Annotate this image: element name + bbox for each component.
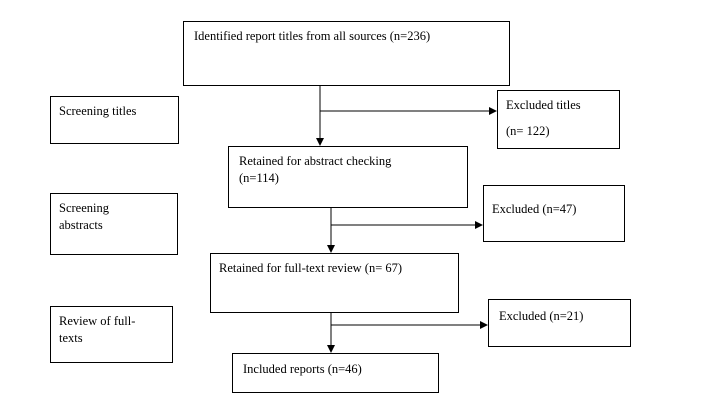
retained-abstract-box: Retained for abstract checking (n=114) bbox=[228, 146, 468, 208]
retained-fulltext-text: Retained for full-text review (n= 67) bbox=[219, 261, 403, 275]
stage-screening-abstracts-label: Screening abstracts bbox=[59, 201, 109, 232]
excluded-fulltexts-box: Excluded (n=21) bbox=[488, 299, 631, 347]
retained-abstract-text-line1: Retained for abstract checking bbox=[239, 154, 392, 168]
stage-review-fulltexts: Review of full-texts bbox=[50, 306, 173, 363]
identified-box: Identified report titles from all source… bbox=[183, 21, 510, 86]
identified-text: Identified report titles from all source… bbox=[194, 29, 431, 43]
stage-screening-titles-label: Screening titles bbox=[59, 104, 137, 118]
retained-fulltext-box: Retained for full-text review (n= 67) bbox=[210, 253, 459, 313]
included-box: Included reports (n=46) bbox=[232, 353, 439, 393]
excluded-fulltexts-text: Excluded (n=21) bbox=[499, 309, 584, 323]
excluded-abstracts-box: Excluded (n=47) bbox=[483, 185, 625, 242]
stage-screening-titles: Screening titles bbox=[50, 96, 179, 144]
excluded-abstracts-text: Excluded (n=47) bbox=[492, 202, 577, 216]
excluded-titles-text-line1: Excluded titles bbox=[506, 98, 581, 112]
excluded-titles-text-line2: (n= 122) bbox=[506, 124, 550, 138]
included-text: Included reports (n=46) bbox=[243, 362, 362, 376]
excluded-titles-box: Excluded titles (n= 122) bbox=[497, 90, 620, 149]
retained-abstract-text-line2: (n=114) bbox=[239, 171, 279, 185]
stage-review-fulltexts-label: Review of full-texts bbox=[59, 314, 136, 345]
stage-screening-abstracts: Screening abstracts bbox=[50, 193, 178, 255]
